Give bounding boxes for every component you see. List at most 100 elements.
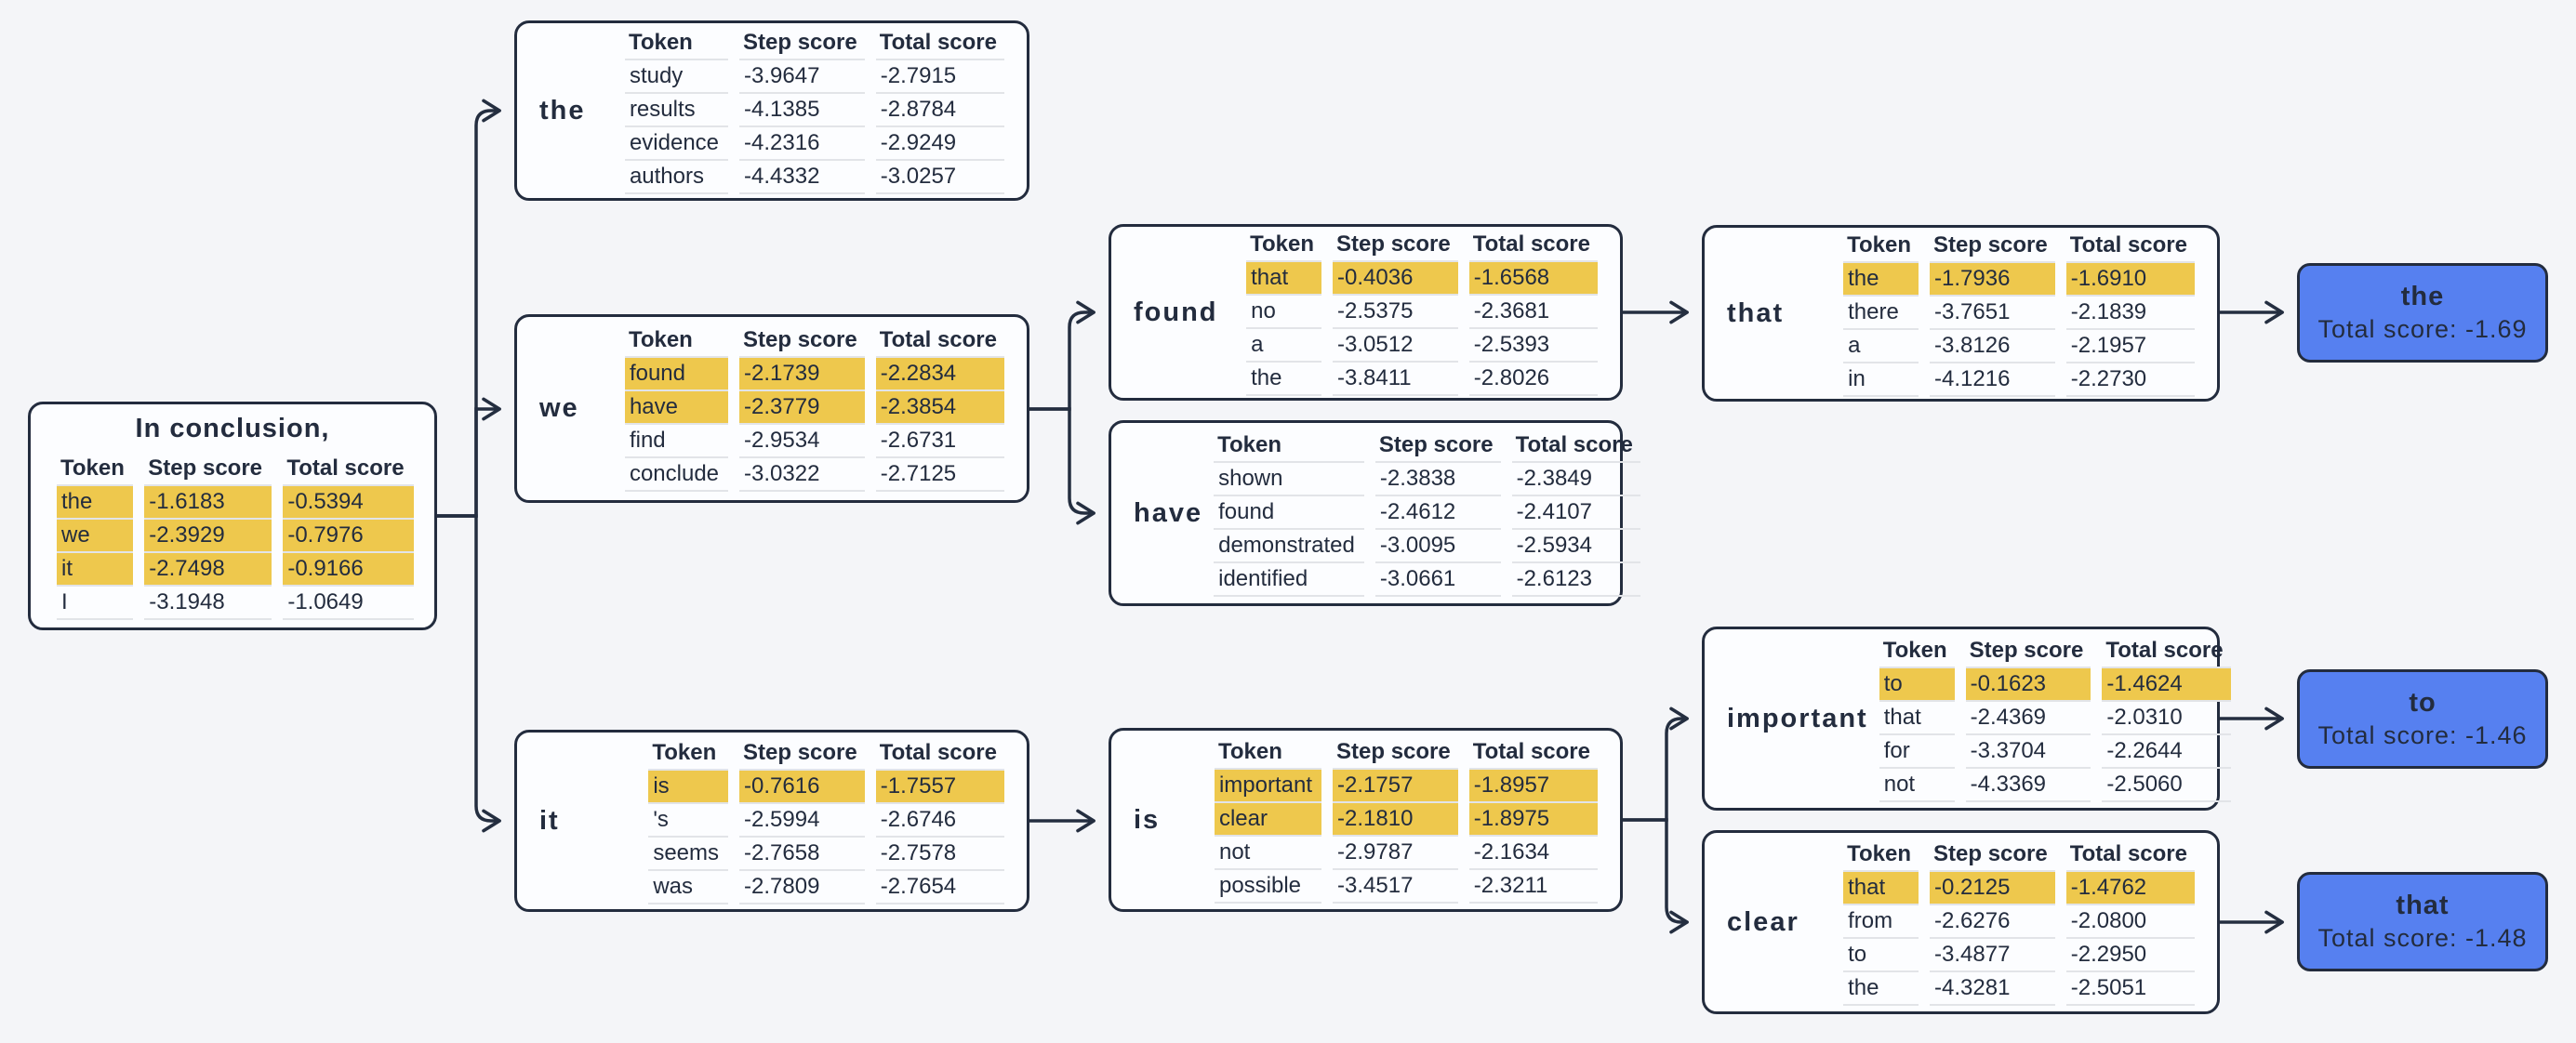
terminal-to[interactable]: to Total score: -1.46 <box>2297 669 2548 769</box>
terminal-token: that <box>2396 891 2450 920</box>
column-header-2: Total score <box>875 738 1004 771</box>
column-header-0: Token <box>648 738 729 771</box>
cell-total: -2.5393 <box>1468 329 1598 363</box>
cell-token: the <box>1246 363 1322 396</box>
cell-token: identified <box>1214 563 1364 597</box>
edge-we-found <box>1029 300 1095 411</box>
cell-token: in <box>1843 363 1919 397</box>
table-row: authors-4.4332-3.0257 <box>624 161 1004 194</box>
cell-step: -3.9647 <box>739 60 865 94</box>
cell-step: -3.0661 <box>1374 563 1501 597</box>
cell-step: -1.6183 <box>144 486 272 520</box>
cell-total: -2.6123 <box>1511 563 1640 597</box>
cell-total: -2.2950 <box>2065 939 2195 972</box>
table-row: have-2.3779-2.3854 <box>624 391 1004 425</box>
cell-total: -1.8975 <box>1468 802 1598 837</box>
column-header-1: Step score <box>1930 839 2055 872</box>
table-row: demonstrated-3.0095-2.5934 <box>1214 530 1640 563</box>
cell-token: the <box>57 486 134 520</box>
cell-token: to <box>1879 667 1955 702</box>
cell-step: -2.5994 <box>739 804 865 838</box>
terminal-token: to <box>2409 688 2437 718</box>
node-label: the <box>539 95 586 125</box>
cell-token: not <box>1214 837 1322 870</box>
cell-total: -2.7578 <box>875 838 1004 871</box>
cell-total: -2.5934 <box>1511 530 1640 563</box>
cell-token: found <box>1214 496 1364 530</box>
column-header-0: Token <box>1843 839 1919 872</box>
table-row: there-3.7651-2.1839 <box>1843 297 2195 330</box>
cell-token: clear <box>1214 802 1322 837</box>
cell-total: -2.2730 <box>2065 363 2195 397</box>
cell-token: we <box>57 520 134 553</box>
edge-root-it <box>437 514 501 833</box>
cell-token: results <box>624 94 729 127</box>
table-row: is-0.7616-1.7557 <box>648 770 1004 804</box>
cell-total: -1.4762 <box>2065 871 2195 905</box>
column-header-1: Step score <box>1930 231 2055 263</box>
cell-total: -2.0310 <box>2102 702 2231 735</box>
cell-token: a <box>1246 329 1322 363</box>
cell-token: the <box>1843 262 1919 297</box>
cell-step: -2.7498 <box>144 553 272 587</box>
edge-root-the <box>437 99 501 518</box>
cell-step: -2.5375 <box>1333 296 1458 329</box>
table-row: a-3.8126-2.1957 <box>1843 330 2195 363</box>
cell-total: -1.6568 <box>1468 261 1598 296</box>
table-row: it-2.7498-0.9166 <box>57 553 414 587</box>
cell-total: -2.3681 <box>1468 296 1598 329</box>
table-row: the -4.3281 -2.5051 <box>1843 972 2195 1006</box>
column-header-2: Total score <box>875 28 1004 60</box>
terminal-that[interactable]: that Total score: -1.48 <box>2297 872 2548 971</box>
cell-token: from <box>1843 905 1919 939</box>
cell-total: -2.2834 <box>875 358 1004 391</box>
cell-step: -3.8411 <box>1333 363 1458 396</box>
table-row: for-3.3704-2.2644 <box>1879 735 2231 769</box>
cell-token: have <box>624 391 729 425</box>
cell-token: 's <box>648 804 729 838</box>
cell-step: -3.3704 <box>1965 735 2091 769</box>
cell-step: -3.4517 <box>1333 870 1458 904</box>
terminal-the[interactable]: the Total score: -1.69 <box>2297 263 2548 363</box>
edge-we-have <box>1029 407 1095 525</box>
cell-token: the <box>1843 972 1919 1006</box>
cell-total: -2.0800 <box>2065 905 2195 939</box>
table-row: the-1.6183-0.5394 <box>57 486 414 520</box>
cell-token: no <box>1246 296 1322 329</box>
cell-step: -0.2125 <box>1930 871 2055 905</box>
cell-step: -2.3779 <box>739 391 865 425</box>
node-label: it <box>539 805 560 836</box>
table-row: seems-2.7658-2.7578 <box>648 838 1004 871</box>
cell-total: -2.3211 <box>1468 870 1598 904</box>
node-label: found <box>1134 297 1218 327</box>
column-header-0: Token <box>1246 230 1322 262</box>
table-row: was-2.7809-2.7654 <box>648 871 1004 904</box>
cell-token: that <box>1246 261 1322 296</box>
cell-step: -2.3838 <box>1374 463 1501 496</box>
cell-step: -0.1623 <box>1965 667 2091 702</box>
cell-step: -2.4612 <box>1374 496 1501 530</box>
column-header-1: Step score <box>739 28 865 60</box>
cell-total: -2.5051 <box>2065 972 2195 1006</box>
cell-step: -2.7809 <box>739 871 865 904</box>
cell-token: is <box>648 770 729 804</box>
table-row: that-0.2125-1.4762 <box>1843 871 2195 905</box>
cell-step: -4.4332 <box>739 161 865 194</box>
cell-step: -4.3281 <box>1930 972 2055 1006</box>
